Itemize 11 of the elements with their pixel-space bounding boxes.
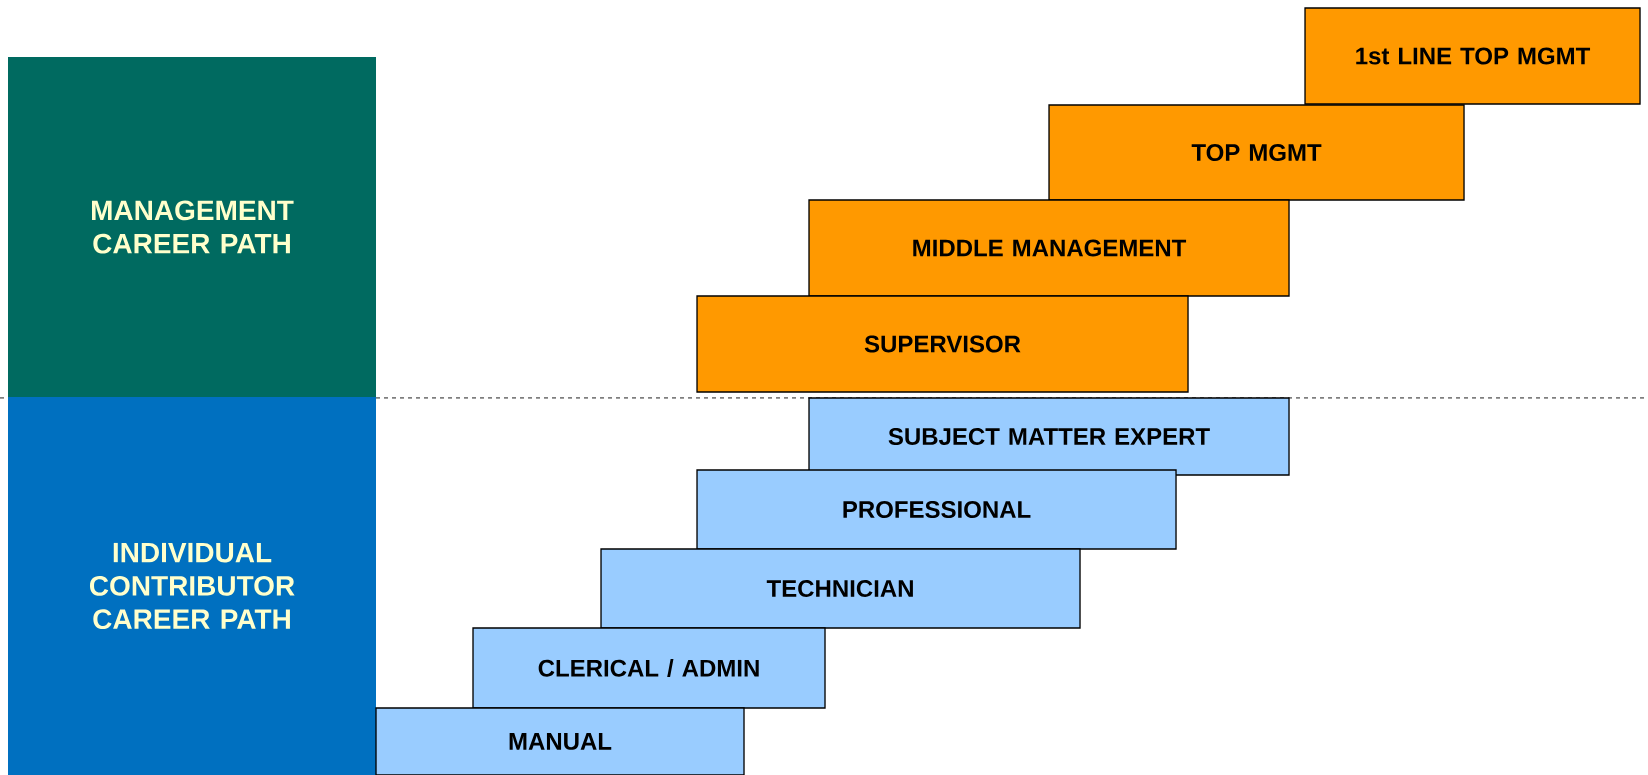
career-path-band: MANAGEMENT CAREER PATH — [8, 57, 376, 397]
career-step-box: TECHNICIAN — [600, 548, 1081, 629]
career-step-box: SUPERVISOR — [696, 295, 1189, 393]
career-step-box: MANUAL — [375, 707, 745, 775]
career-path-band: INDIVIDUAL CONTRIBUTOR CAREER PATH — [8, 397, 376, 775]
career-step-box: PROFESSIONAL — [696, 469, 1177, 550]
career-step-box: TOP MGMT — [1048, 104, 1465, 201]
career-step-box: 1st LINE TOP MGMT — [1304, 7, 1641, 105]
career-step-box: CLERICAL / ADMIN — [472, 627, 826, 709]
career-step-box: MIDDLE MANAGEMENT — [808, 199, 1290, 297]
career-step-box: SUBJECT MATTER EXPERT — [808, 397, 1290, 476]
